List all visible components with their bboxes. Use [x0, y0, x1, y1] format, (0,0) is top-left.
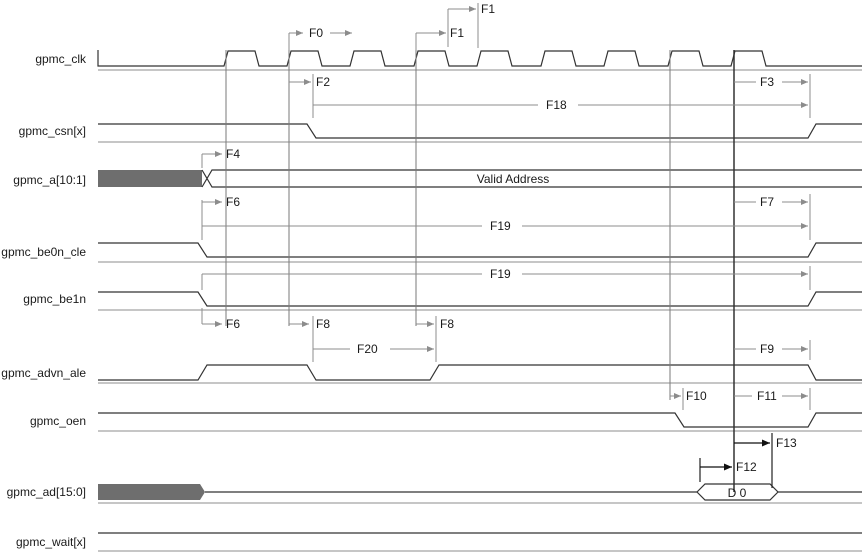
signal-label-be1n: gpmc_be1n	[23, 292, 86, 306]
label-f1-b: F1	[481, 2, 495, 16]
label-f4: F4	[226, 147, 240, 161]
signal-label-ad: gpmc_ad[15:0]	[7, 485, 86, 499]
signal-label-oen: gpmc_oen	[30, 414, 86, 428]
label-f6-upper: F6	[226, 195, 240, 209]
label-f6-lower: F6	[226, 317, 240, 331]
timing-labels: F0 F1 F1 F2 F3 F18 F4 Valid Address F6 F…	[226, 2, 797, 500]
label-f0: F0	[309, 26, 323, 40]
signal-label-clk: gpmc_clk	[35, 52, 87, 66]
label-f7: F7	[760, 195, 774, 209]
label-f2: F2	[316, 75, 330, 89]
label-address-valid: Valid Address	[477, 172, 550, 186]
label-f19-a: F19	[490, 219, 511, 233]
label-f1-a: F1	[450, 26, 464, 40]
label-f3: F3	[760, 75, 774, 89]
clock-waveform	[97, 50, 862, 67]
address-bus-valid	[201, 169, 862, 188]
ad-bus-undefined	[98, 484, 205, 500]
label-f19-b: F19	[490, 267, 511, 281]
signal-label-wait: gpmc_wait[x]	[16, 535, 86, 549]
signal-label-advn: gpmc_advn_ale	[1, 366, 86, 380]
label-f9: F9	[760, 342, 774, 356]
signal-baselines	[98, 69, 862, 552]
edge-guides	[225, 50, 735, 492]
signal-labels: gpmc_clk gpmc_csn[x] gpmc_a[10:1] gpmc_b…	[1, 52, 87, 549]
signal-label-be0n: gpmc_be0n_cle	[1, 245, 86, 259]
csn-waveform	[98, 123, 862, 139]
oen-waveform	[98, 412, 862, 428]
label-f10: F10	[686, 389, 707, 403]
label-f12: F12	[736, 460, 757, 474]
label-f8-b: F8	[440, 317, 454, 331]
label-f20: F20	[357, 342, 378, 356]
label-f18: F18	[546, 98, 567, 112]
advn-waveform	[98, 364, 862, 381]
label-f8-a: F8	[316, 317, 330, 331]
signal-label-csn: gpmc_csn[x]	[19, 124, 86, 138]
label-f11: F11	[757, 389, 777, 403]
label-data-d0: D 0	[728, 486, 747, 500]
waveforms	[97, 50, 862, 534]
timing-arrows	[201, 3, 811, 488]
be1n-waveform	[98, 291, 862, 307]
signal-label-address: gpmc_a[10:1]	[13, 173, 86, 187]
label-f13: F13	[776, 436, 797, 450]
address-bus-undefined	[98, 170, 202, 187]
be0n-waveform	[98, 242, 862, 258]
